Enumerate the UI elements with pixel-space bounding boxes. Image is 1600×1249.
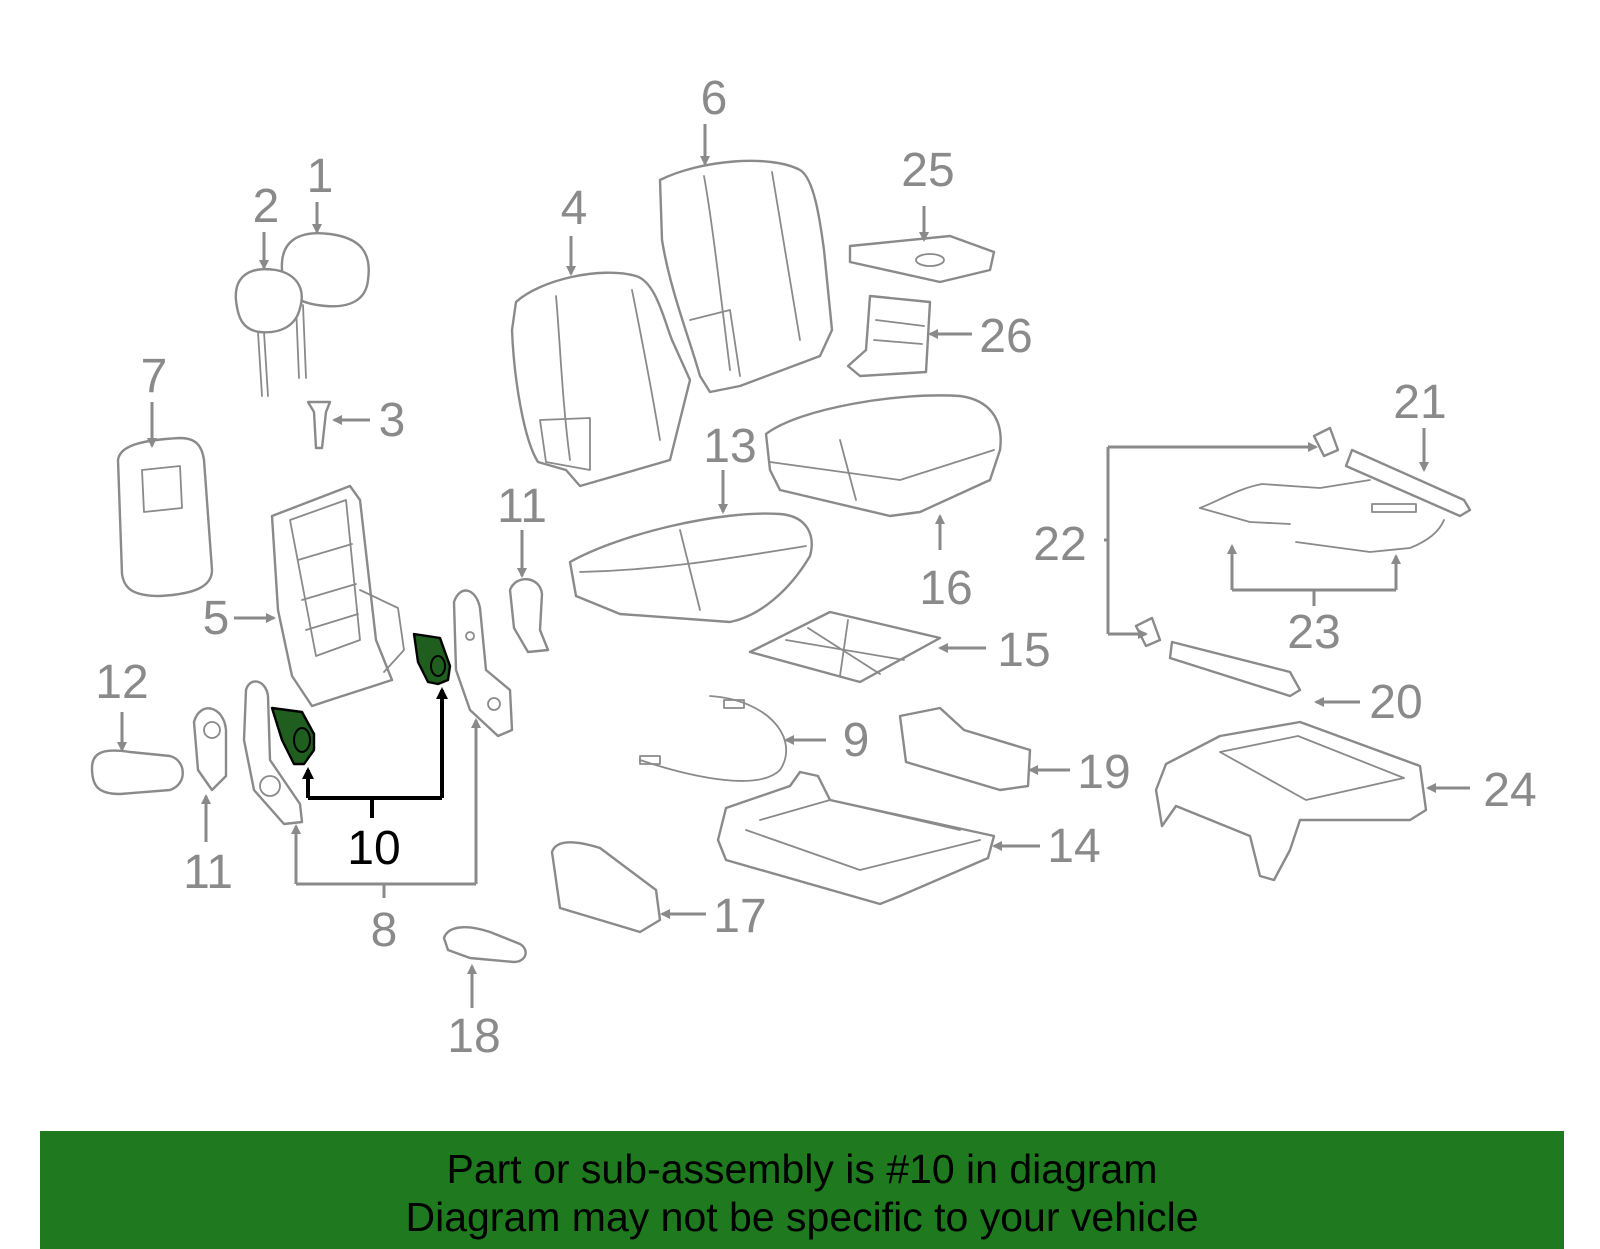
callout-17: 17 — [713, 890, 766, 943]
bracket-26 — [846, 294, 932, 378]
callout-9: 9 — [843, 714, 870, 767]
side-trim-17 — [550, 841, 662, 934]
headrest-2 — [234, 267, 303, 397]
callout-20: 20 — [1369, 676, 1422, 729]
leader-10 — [302, 687, 448, 818]
callout-23: 23 — [1287, 606, 1340, 659]
callout-4: 4 — [561, 182, 588, 235]
seatback-assembly-6 — [658, 159, 834, 394]
seatback-cover-4 — [510, 271, 692, 488]
callout-7: 7 — [141, 350, 168, 403]
callout-18: 18 — [447, 1010, 500, 1063]
track-21 — [1312, 426, 1472, 518]
recliner-covers-10 — [270, 632, 452, 766]
banner-line-1: Part or sub-assembly is #10 in diagram — [446, 1146, 1158, 1192]
callout-6: 6 — [701, 72, 728, 125]
tray-25 — [848, 234, 996, 284]
recliner-8-left — [242, 680, 304, 826]
callout-12: 12 — [95, 656, 148, 709]
back-panel-7 — [116, 436, 214, 598]
recliner-cover-11-right — [508, 578, 550, 654]
banner-line-2: Diagram may not be specific to your vehi… — [405, 1194, 1199, 1240]
leader-lines — [117, 124, 1470, 1008]
callout-14: 14 — [1047, 820, 1100, 873]
headrest-guide-3 — [306, 400, 332, 450]
callout-15: 15 — [997, 624, 1050, 677]
callout-21: 21 — [1393, 376, 1446, 429]
callout-16: 16 — [919, 562, 972, 615]
callout-labels: 1 2 3 4 5 6 7 8 9 10 11 11 12 13 14 15 1… — [95, 72, 1536, 1063]
callout-3: 3 — [379, 394, 406, 447]
callout-25: 25 — [901, 144, 954, 197]
wire-harness-23 — [1199, 479, 1445, 553]
cable-9 — [639, 695, 788, 782]
riser-frame-24 — [1154, 720, 1428, 882]
recliner-cover-11-left — [192, 707, 228, 792]
callout-2: 2 — [253, 180, 280, 233]
callout-24: 24 — [1483, 764, 1536, 817]
seat-pad-15 — [748, 610, 942, 684]
info-banner: Part or sub-assembly is #10 in diagram D… — [40, 1131, 1564, 1249]
recliner-8-right — [452, 589, 514, 738]
callout-11-right: 11 — [497, 480, 547, 533]
cushion-assembly-16 — [764, 394, 1002, 518]
callout-8: 8 — [371, 904, 398, 957]
callout-13: 13 — [703, 420, 756, 473]
callout-11-left: 11 — [183, 846, 233, 899]
callout-5: 5 — [203, 592, 230, 645]
seat-frame-14 — [716, 770, 996, 906]
lever-18 — [442, 926, 527, 964]
callout-26: 26 — [979, 310, 1032, 363]
side-shield-19 — [898, 706, 1032, 792]
callout-22: 22 — [1033, 518, 1086, 571]
headrest-1 — [280, 232, 370, 379]
callout-19: 19 — [1077, 746, 1130, 799]
seatback-frame-5 — [270, 484, 405, 708]
callout-1: 1 — [307, 150, 334, 203]
cushion-13 — [568, 512, 813, 624]
handle-12 — [90, 749, 184, 796]
callout-10: 10 — [347, 822, 400, 875]
track-20 — [1134, 616, 1302, 698]
